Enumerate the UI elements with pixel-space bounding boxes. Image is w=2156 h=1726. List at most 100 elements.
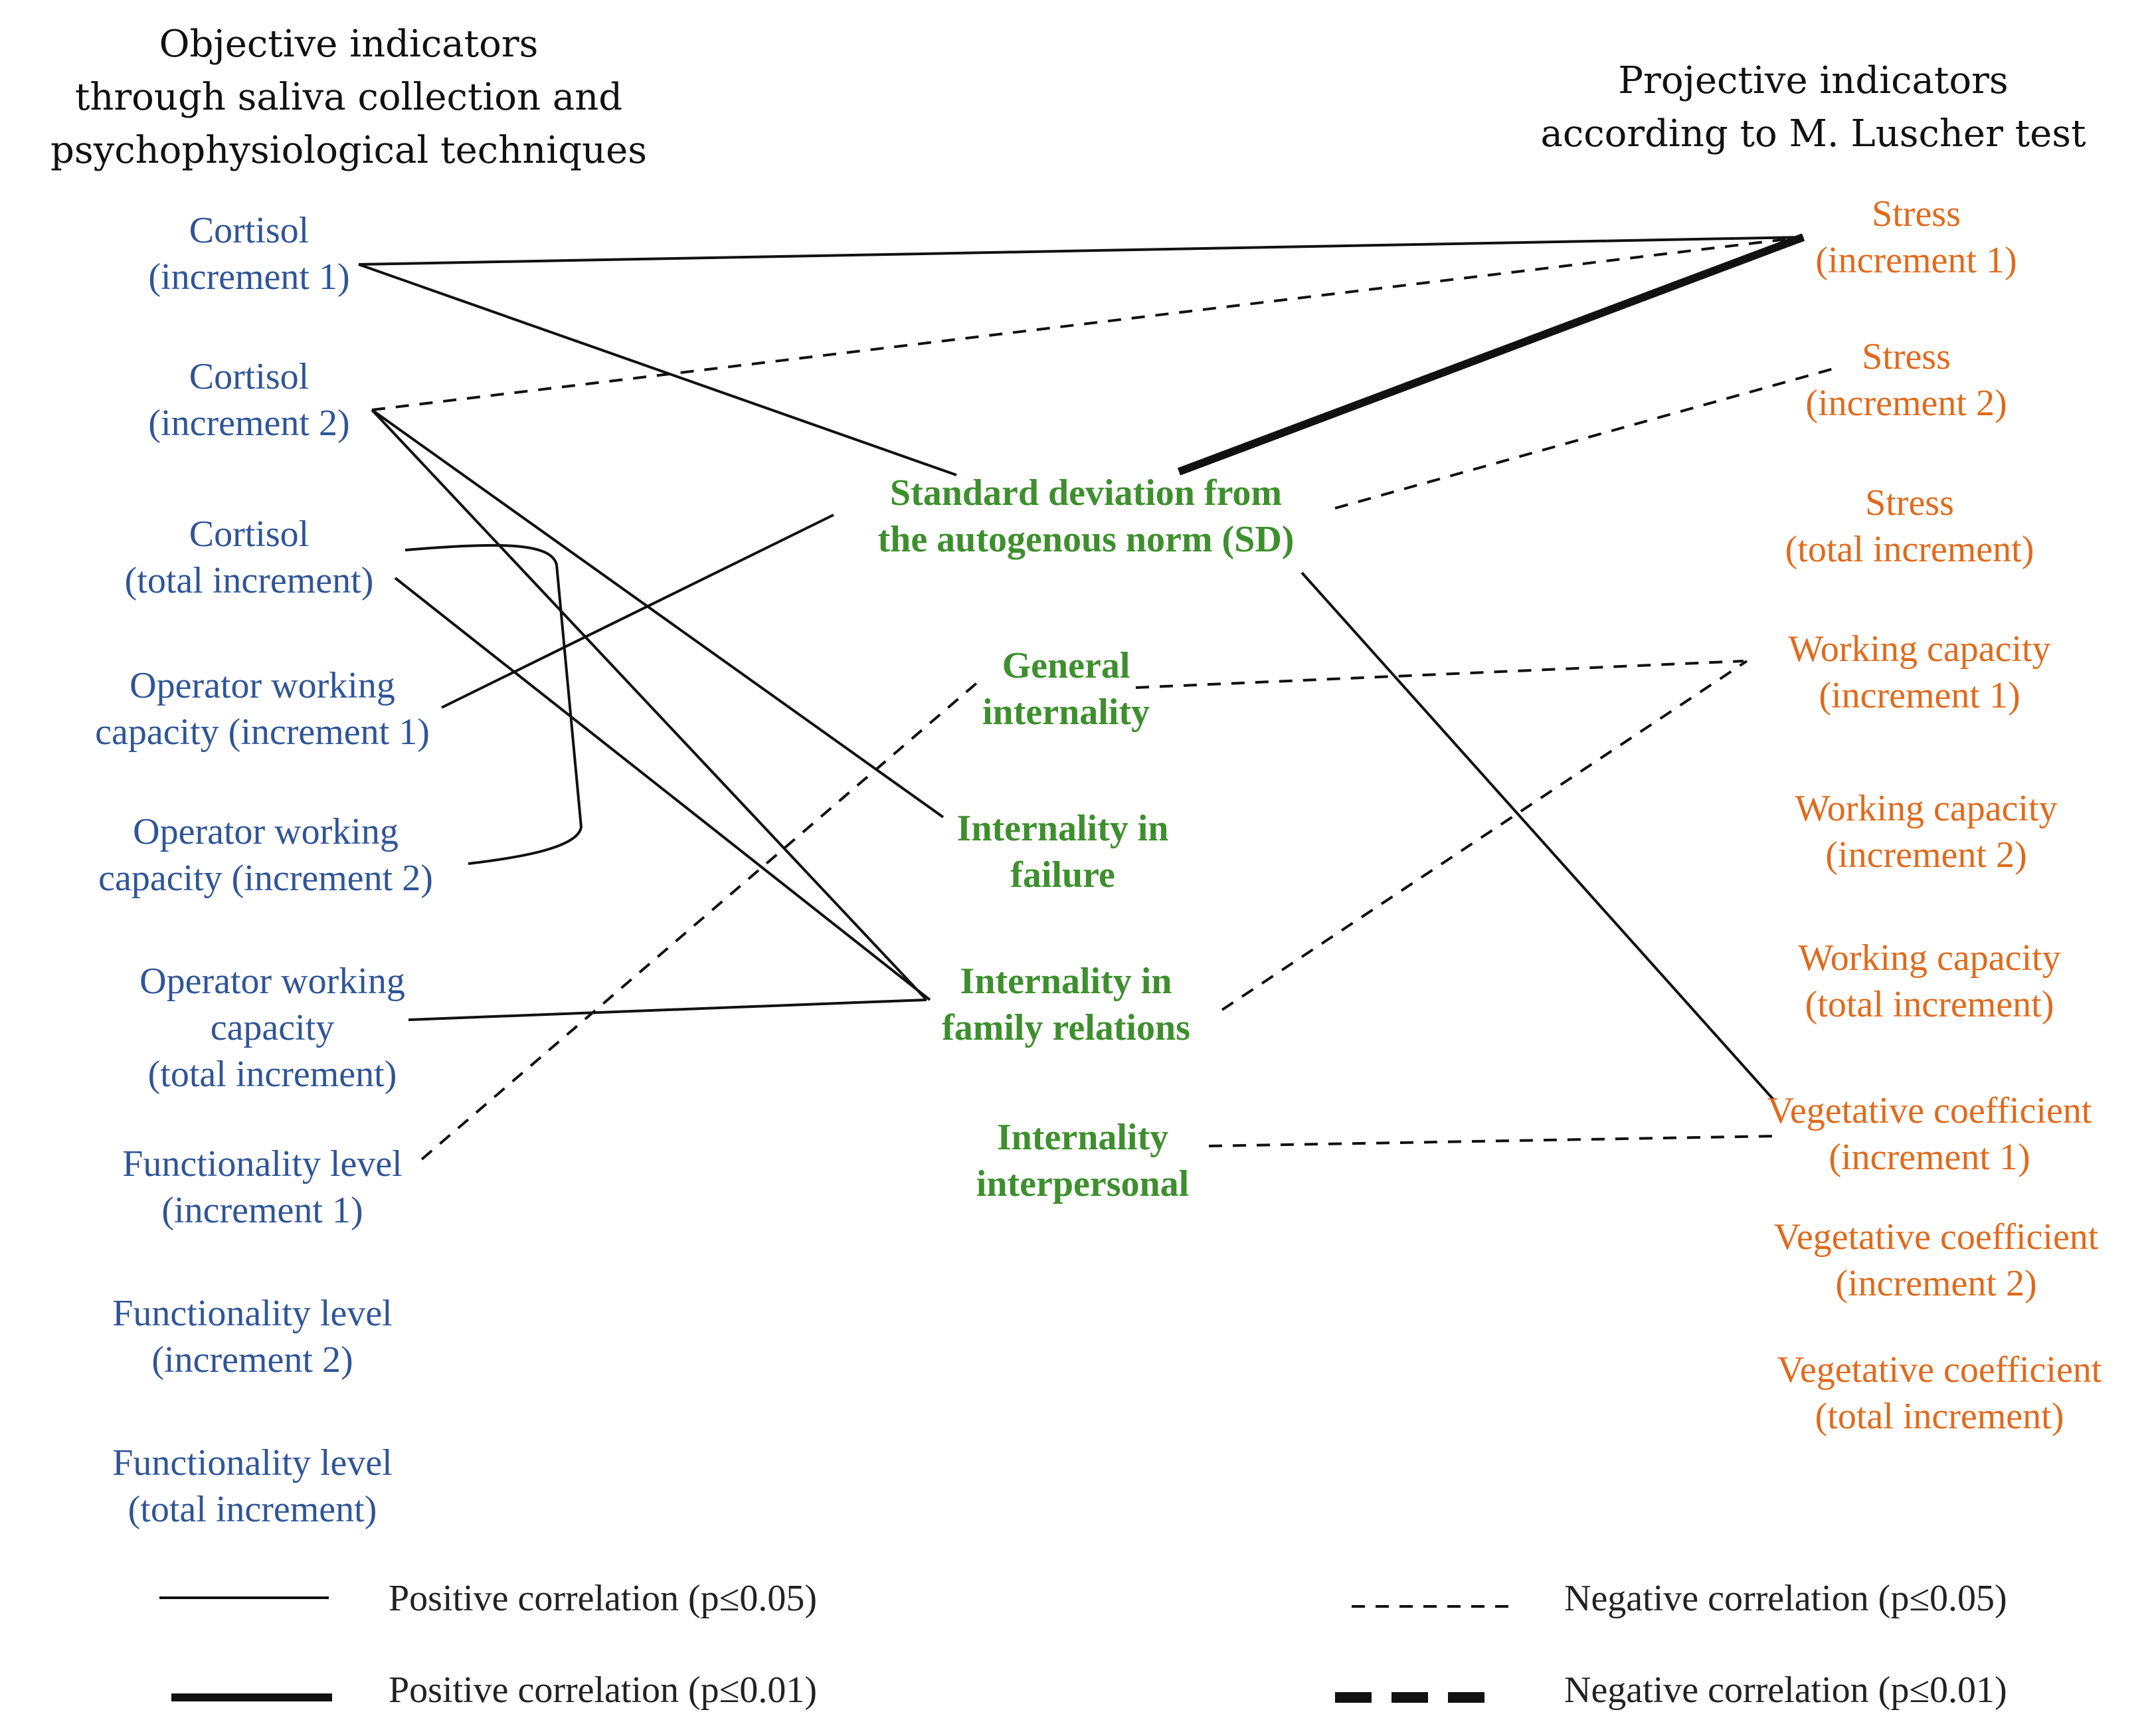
node-label: Internality in — [957, 808, 1169, 849]
node-owc-2: Operator working capacity (increment 2) — [98, 811, 433, 899]
node-func-total: Functionality level (total increment) — [112, 1442, 392, 1530]
node-sd: Standard deviation from the autogenous no… — [878, 472, 1295, 560]
edge-cortisol-total-to-owc-2 — [404, 543, 583, 865]
node-label: family relations — [942, 1007, 1190, 1048]
node-label: (increment 2) — [1825, 834, 2026, 876]
node-label: Cortisol — [189, 210, 309, 251]
node-label: (total increment) — [125, 560, 374, 601]
edge-int-inter-to-veg-1 — [1208, 1135, 1777, 1147]
legend-label: Negative correlation (p≤0.01) — [1564, 1670, 2007, 1711]
node-label: (increment 1) — [1819, 675, 2020, 716]
node-label: Standard deviation from — [890, 472, 1282, 514]
node-label: capacity (increment 2) — [98, 858, 433, 899]
node-label: failure — [1010, 854, 1115, 896]
edge-owc-1-to-sd — [441, 514, 834, 709]
edge-sd-to-veg-1 — [1301, 571, 1775, 1101]
node-label: (increment 1) — [148, 256, 349, 298]
legend-label: Positive correlation (p≤0.01) — [389, 1670, 817, 1711]
edge-cortisol-1-to-sd — [358, 263, 957, 476]
node-label: Internality — [997, 1117, 1168, 1158]
legend-label: Negative correlation (p≤0.05) — [1564, 1578, 2007, 1619]
node-label: Vegetative coefficient — [1774, 1216, 2099, 1258]
node-label: Functionality level — [122, 1143, 402, 1185]
node-label: (increment 2) — [148, 403, 349, 444]
objective-header-line: through saliva collection and — [75, 76, 622, 119]
node-label: (total increment) — [1815, 1396, 2064, 1437]
node-label: (total increment) — [148, 1054, 397, 1095]
edge-cortisol-2-to-int-fail — [371, 409, 944, 818]
node-veg-total: Vegetative coefficient (total increment) — [1777, 1349, 2102, 1437]
node-label: internality — [982, 692, 1150, 733]
node-label: (increment 1) — [1829, 1137, 2030, 1178]
node-label: (increment 2) — [1805, 383, 2007, 424]
node-label: Vegetative coefficient — [1767, 1090, 2092, 1131]
node-veg-1: Vegetative coefficient (increment 1) — [1767, 1090, 2092, 1178]
legend-item-positive-005: Positive correlation (p≤0.05) — [159, 1578, 817, 1619]
projective-header-line: Projective indicators — [1618, 59, 2008, 102]
node-int-inter: Internality interpersonal — [976, 1117, 1189, 1204]
indicator-nodes: Cortisol (increment 1) Cortisol (increment … — [95, 193, 2102, 1530]
node-label: (increment 1) — [161, 1190, 363, 1231]
edge-cortisol-2-to-stress-1 — [371, 236, 1804, 411]
node-label: capacity (increment 1) — [95, 712, 430, 753]
node-label: Operator working — [139, 961, 405, 1002]
node-label: Operator working — [130, 665, 395, 706]
legend-item-negative-005: Negative correlation (p≤0.05) — [1352, 1578, 2007, 1619]
objective-header: Objective indicators through saliva coll… — [50, 23, 647, 172]
node-label: (increment 2) — [151, 1339, 353, 1381]
edge-gen-int-to-wc-1 — [1135, 660, 1744, 689]
node-wc-1: Working capacity (increment 1) — [1788, 628, 2050, 716]
node-label: (total increment) — [1785, 529, 2034, 570]
node-label: (increment 1) — [1815, 240, 2017, 281]
node-owc-total: Operator working capacity (total increment… — [139, 961, 405, 1095]
edge-int-family-to-wc-1 — [1221, 660, 1748, 1011]
node-label: Working capacity — [1798, 937, 2060, 979]
node-owc-1: Operator working capacity (increment 1) — [95, 665, 430, 753]
edge-owc-total-to-int-family — [408, 999, 927, 1021]
legend-item-negative-001: Negative correlation (p≤0.01) — [1335, 1670, 2007, 1711]
legend: Positive correlation (p≤0.05) Positive c… — [159, 1578, 2007, 1711]
node-label: (increment 2) — [1835, 1263, 2036, 1304]
node-label: Cortisol — [189, 514, 309, 555]
projective-header-line: according to M. Luscher test — [1540, 112, 2086, 155]
node-label: capacity — [211, 1007, 335, 1048]
node-label: Functionality level — [112, 1442, 392, 1484]
node-veg-2: Vegetative coefficient (increment 2) — [1774, 1216, 2099, 1304]
objective-header-line: Objective indicators — [159, 23, 539, 66]
node-label: the autogenous norm (SD) — [878, 519, 1295, 560]
node-wc-total: Working capacity(total increment) — [1798, 937, 2060, 1025]
edge-sd-to-stress-2 — [1334, 367, 1834, 510]
node-label: Vegetative coefficient — [1777, 1349, 2102, 1390]
node-stress-total: Stress (total increment) — [1785, 482, 2034, 570]
edge-cortisol-1-to-stress-1 — [358, 236, 1804, 266]
node-func-1: Functionality level (increment 1) — [122, 1143, 402, 1231]
edge-sd-to-stress-1 — [1177, 233, 1805, 476]
node-gen-int: General internality — [982, 645, 1150, 733]
node-label: Functionality level — [112, 1293, 392, 1334]
node-label: Stress — [1865, 482, 1954, 524]
node-cortisol-total: Cortisol (total increment) — [125, 514, 374, 601]
node-int-fail: Internality in failure — [957, 808, 1169, 896]
node-stress-1: Stress (increment 1) — [1815, 193, 2017, 281]
node-label: Internality in — [960, 961, 1172, 1002]
objective-header-line: psychophysiological techniques — [50, 129, 647, 172]
node-wc-2: Working capacity(increment 2) — [1795, 788, 2057, 876]
legend-label: Positive correlation (p≤0.05) — [389, 1578, 817, 1619]
node-label: General — [1002, 645, 1130, 686]
node-label: Cortisol — [189, 356, 309, 397]
edge-cortisol-total-to-int-family — [394, 577, 931, 1001]
legend-item-positive-001: Positive correlation (p≤0.01) — [171, 1670, 817, 1711]
correlation-edges — [358, 233, 1834, 1161]
edge-cortisol-2-to-int-family — [371, 409, 928, 1001]
node-int-family: Internality in family relations — [942, 961, 1190, 1048]
node-func-2: Functionality level (increment 2) — [112, 1293, 392, 1381]
node-label: Working capacity — [1788, 628, 2050, 670]
node-cortisol-1: Cortisol (increment 1) — [148, 210, 349, 298]
node-label: (total increment) — [128, 1489, 377, 1530]
node-cortisol-2: Cortisol (increment 2) — [148, 356, 349, 444]
node-label: Stress — [1862, 336, 1951, 377]
node-label: Operator working — [133, 811, 399, 852]
node-label: Stress — [1872, 193, 1961, 235]
node-label: interpersonal — [976, 1163, 1189, 1204]
